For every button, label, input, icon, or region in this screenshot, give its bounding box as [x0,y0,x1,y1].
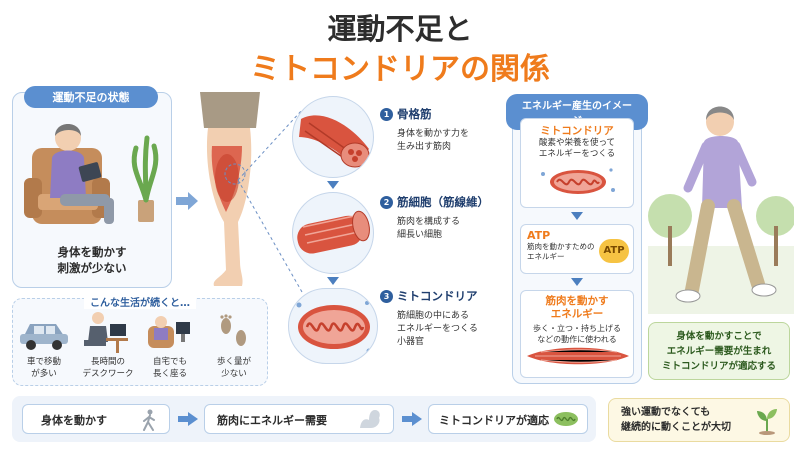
lifestyle-item-2-line1: 長時間の [90,357,125,367]
flow-step-2-label: 筋肉にエネルギー需要 [217,414,327,427]
lifestyle-header: こんな生活が続くと… [84,298,196,309]
sedentary-caption-line1: 身体を動かす [57,245,127,259]
energy-box-muscle: 筋肉を動かす エネルギー 歩く・立つ・持ち上げる などの動作に使われる [520,290,634,378]
step-3-desc-line3: 小器官 [397,337,425,347]
walking-person-icon [143,409,155,431]
mitochondria-circle [288,288,378,364]
energy-box2-title: ATP [527,229,551,242]
adaptation-caption-box: 身体を動かすことで エネルギー需要が生まれ ミトコンドリアが適応する [648,322,790,380]
flow-step-2: 筋肉にエネルギー需要 [204,404,394,434]
skeletal-muscle-icon [299,115,370,168]
lifestyle-item-4-line1: 歩く量が [216,357,251,367]
sedentary-label: 運動不足の状態 [24,86,158,108]
step-3-desc-line2: エネルギーをつくる [397,324,478,334]
tip-note: 強い運動でなくても 継続的に動くことが大切 [608,398,790,442]
adaptation-caption-line2: エネルギー需要が生まれ [666,346,772,357]
tip-note-line1: 強い運動でなくても [621,407,711,418]
step-1-desc-line1: 身体を動かす力を [397,129,470,139]
leg-muscle-illustration [200,92,260,286]
arrow-down-icon [571,278,583,286]
energy-box1-desc-line1: 酸素や栄養を使って [538,138,616,148]
energy-box2-desc-line2: エネルギー [527,252,565,261]
arrow-right-icon [178,412,198,426]
sedentary-caption-line2: 刺激が少ない [57,261,127,275]
energy-box-mitochondria: ミトコンドリア 酸素や栄養を使って エネルギーをつくる [520,118,634,208]
energy-box-atp: ATP 筋肉を動かすための エネルギー ATP [520,224,634,274]
lifestyle-item-3-line1: 自宅でも [152,357,187,367]
muscle-fiber-icon [297,210,370,254]
step-2-desc-line1: 筋肉を構成する [397,217,461,227]
step-3-number: 3 [380,289,393,303]
mitochondria-icon [296,301,372,354]
tip-note-line2: 継続的に動くことが大切 [621,422,731,433]
footprints-icon [220,314,246,346]
sitting-woman-illustration [24,124,159,224]
sprout-icon [757,409,777,435]
step-2: 2 筋細胞（筋線維） 筋肉を構成する 細長い細胞 [380,194,500,242]
adaptation-caption-line1: 身体を動かすことで [676,331,762,342]
step-3-desc-line1: 筋細胞の中にある [397,311,470,321]
lifestyle-item-3-line2: 長く座る [152,369,187,379]
mitochondria-green-icon [554,412,578,426]
flow-step-3: ミトコンドリアが適応 [428,404,588,434]
zoom-connector-lines [237,109,303,293]
step-3-title: ミトコンドリア [397,289,478,303]
energy-box3-title-line2: エネルギー [550,308,604,320]
energy-box3-desc-line2: などの動作に使われる [537,335,617,344]
atp-badge: ATP [599,239,629,263]
flow-step-1: 身体を動かす [22,404,170,434]
step-2-title: 筋細胞（筋線維） [397,195,489,209]
flexed-arm-icon [360,410,380,428]
page-title-line1: 運動不足と [327,12,473,46]
step-2-number: 2 [380,195,393,209]
energy-box2-desc-line1: 筋肉を動かすための [527,242,595,251]
lifestyle-item-1-line2: が多い [31,369,57,379]
step-1: 1 骨格筋 身体を動かす力を 生み出す筋肉 [380,106,500,154]
lifestyle-item-2-line2: デスクワーク [82,369,134,379]
flow-step-1-label: 身体を動かす [41,414,107,427]
walking-woman-illustration [648,106,794,314]
flow-step-3-label: ミトコンドリアが適応 [439,414,549,427]
desk-work-icon [84,312,128,353]
arrow-right-icon [176,192,198,210]
muscle-fiber-circle [292,192,374,274]
step-1-desc-line2: 生み出す筋肉 [397,142,452,152]
energy-box3-title-line1: 筋肉を動かす [545,295,609,307]
energy-box1-title: ミトコンドリア [540,125,614,137]
step-1-title: 骨格筋 [397,107,432,121]
sitting-at-home-icon [148,316,190,348]
arrow-down-icon [571,212,583,220]
step-3: 3 ミトコンドリア 筋細胞の中にある エネルギーをつくる 小器官 [380,288,500,349]
arrow-down-icon [327,181,339,189]
step-1-number: 1 [380,107,393,121]
page-title-line2: ミトコンドリアの関係 [250,52,550,87]
arrow-down-icon [327,277,339,285]
skeletal-muscle-circle [292,96,374,178]
step-2-desc-line2: 細長い細胞 [397,230,443,240]
mitochondria-small-icon [541,168,615,194]
energy-box1-desc-line2: エネルギーをつくる [538,149,616,159]
muscle-bundle-icon [527,347,629,365]
energy-box3-desc-line1: 歩く・立つ・持ち上げる [533,324,621,333]
adaptation-caption-line3: ミトコンドリアが適応する [661,361,776,372]
lifestyle-item-4-line2: 少ない [221,369,247,379]
car-icon [20,324,68,350]
arrow-right-icon [402,412,422,426]
lifestyle-item-1-line1: 車で移動 [26,357,61,367]
